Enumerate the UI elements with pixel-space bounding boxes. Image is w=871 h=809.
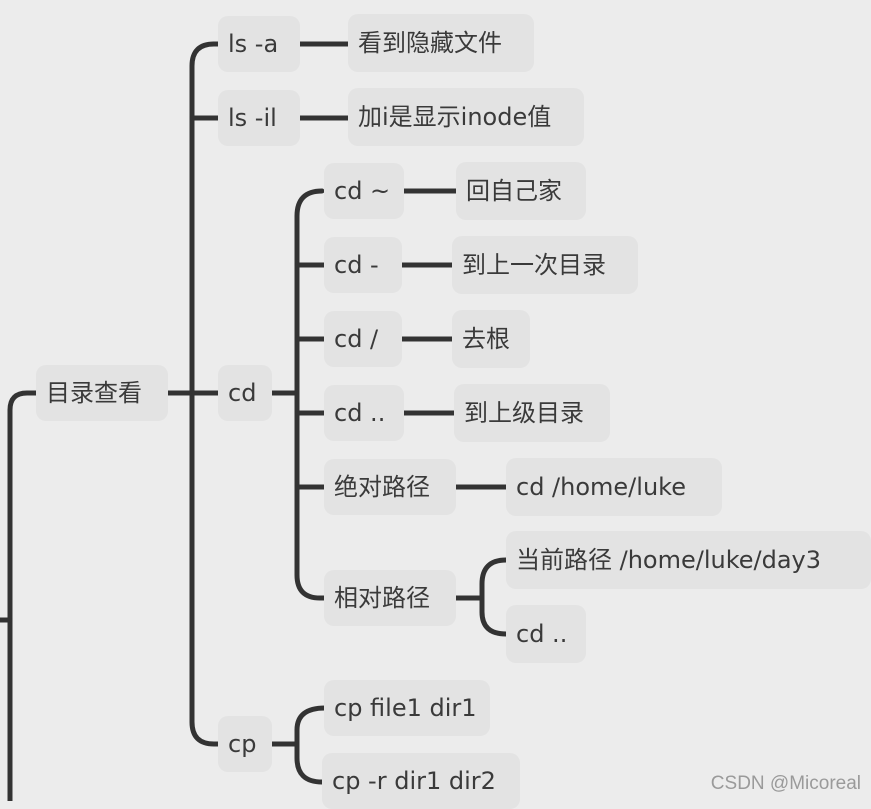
node-cp: cp <box>218 716 272 772</box>
node-cd-home-desc: 回自己家 <box>456 162 586 220</box>
node-cd-up: cd .. <box>324 385 404 441</box>
watermark: CSDN @Micoreal <box>710 773 861 794</box>
node-absolute-path-example: cd /home/luke <box>506 458 722 516</box>
node-cd-root: cd / <box>324 311 402 367</box>
node-cp-dir: cp -r dir1 dir2 <box>322 753 520 809</box>
node-ls-a: ls -a <box>218 16 300 72</box>
node-cd-home: cd ~ <box>324 163 404 219</box>
node-relative-path: 相对路径 <box>324 570 456 626</box>
cp-fork-connector <box>269 705 328 785</box>
node-cd-prev: cd - <box>324 237 402 293</box>
root-trunk-connector <box>7 390 41 801</box>
node-cd-root-desc: 去根 <box>452 310 530 368</box>
node-cd-prev-desc: 到上一次目录 <box>452 236 638 294</box>
node-ls-il: ls -il <box>218 90 300 146</box>
node-ls-il-desc: 加i是显示inode值 <box>348 88 584 146</box>
node-cp-file: cp file1 dir1 <box>324 680 490 736</box>
node-relative-path-current: 当前路径 /home/luke/day3 <box>506 531 871 589</box>
node-cd-up-desc: 到上级目录 <box>454 384 610 442</box>
root-node-directory-view: 目录查看 <box>36 365 168 421</box>
level1-trunk-connector <box>189 41 223 747</box>
node-relative-path-example: cd .. <box>506 605 586 663</box>
cd-trunk-connector <box>294 188 328 601</box>
node-absolute-path: 绝对路径 <box>324 459 456 515</box>
rel-path-fork-connector <box>453 557 509 637</box>
node-cd: cd <box>218 365 272 421</box>
node-ls-a-desc: 看到隐藏文件 <box>348 14 534 72</box>
